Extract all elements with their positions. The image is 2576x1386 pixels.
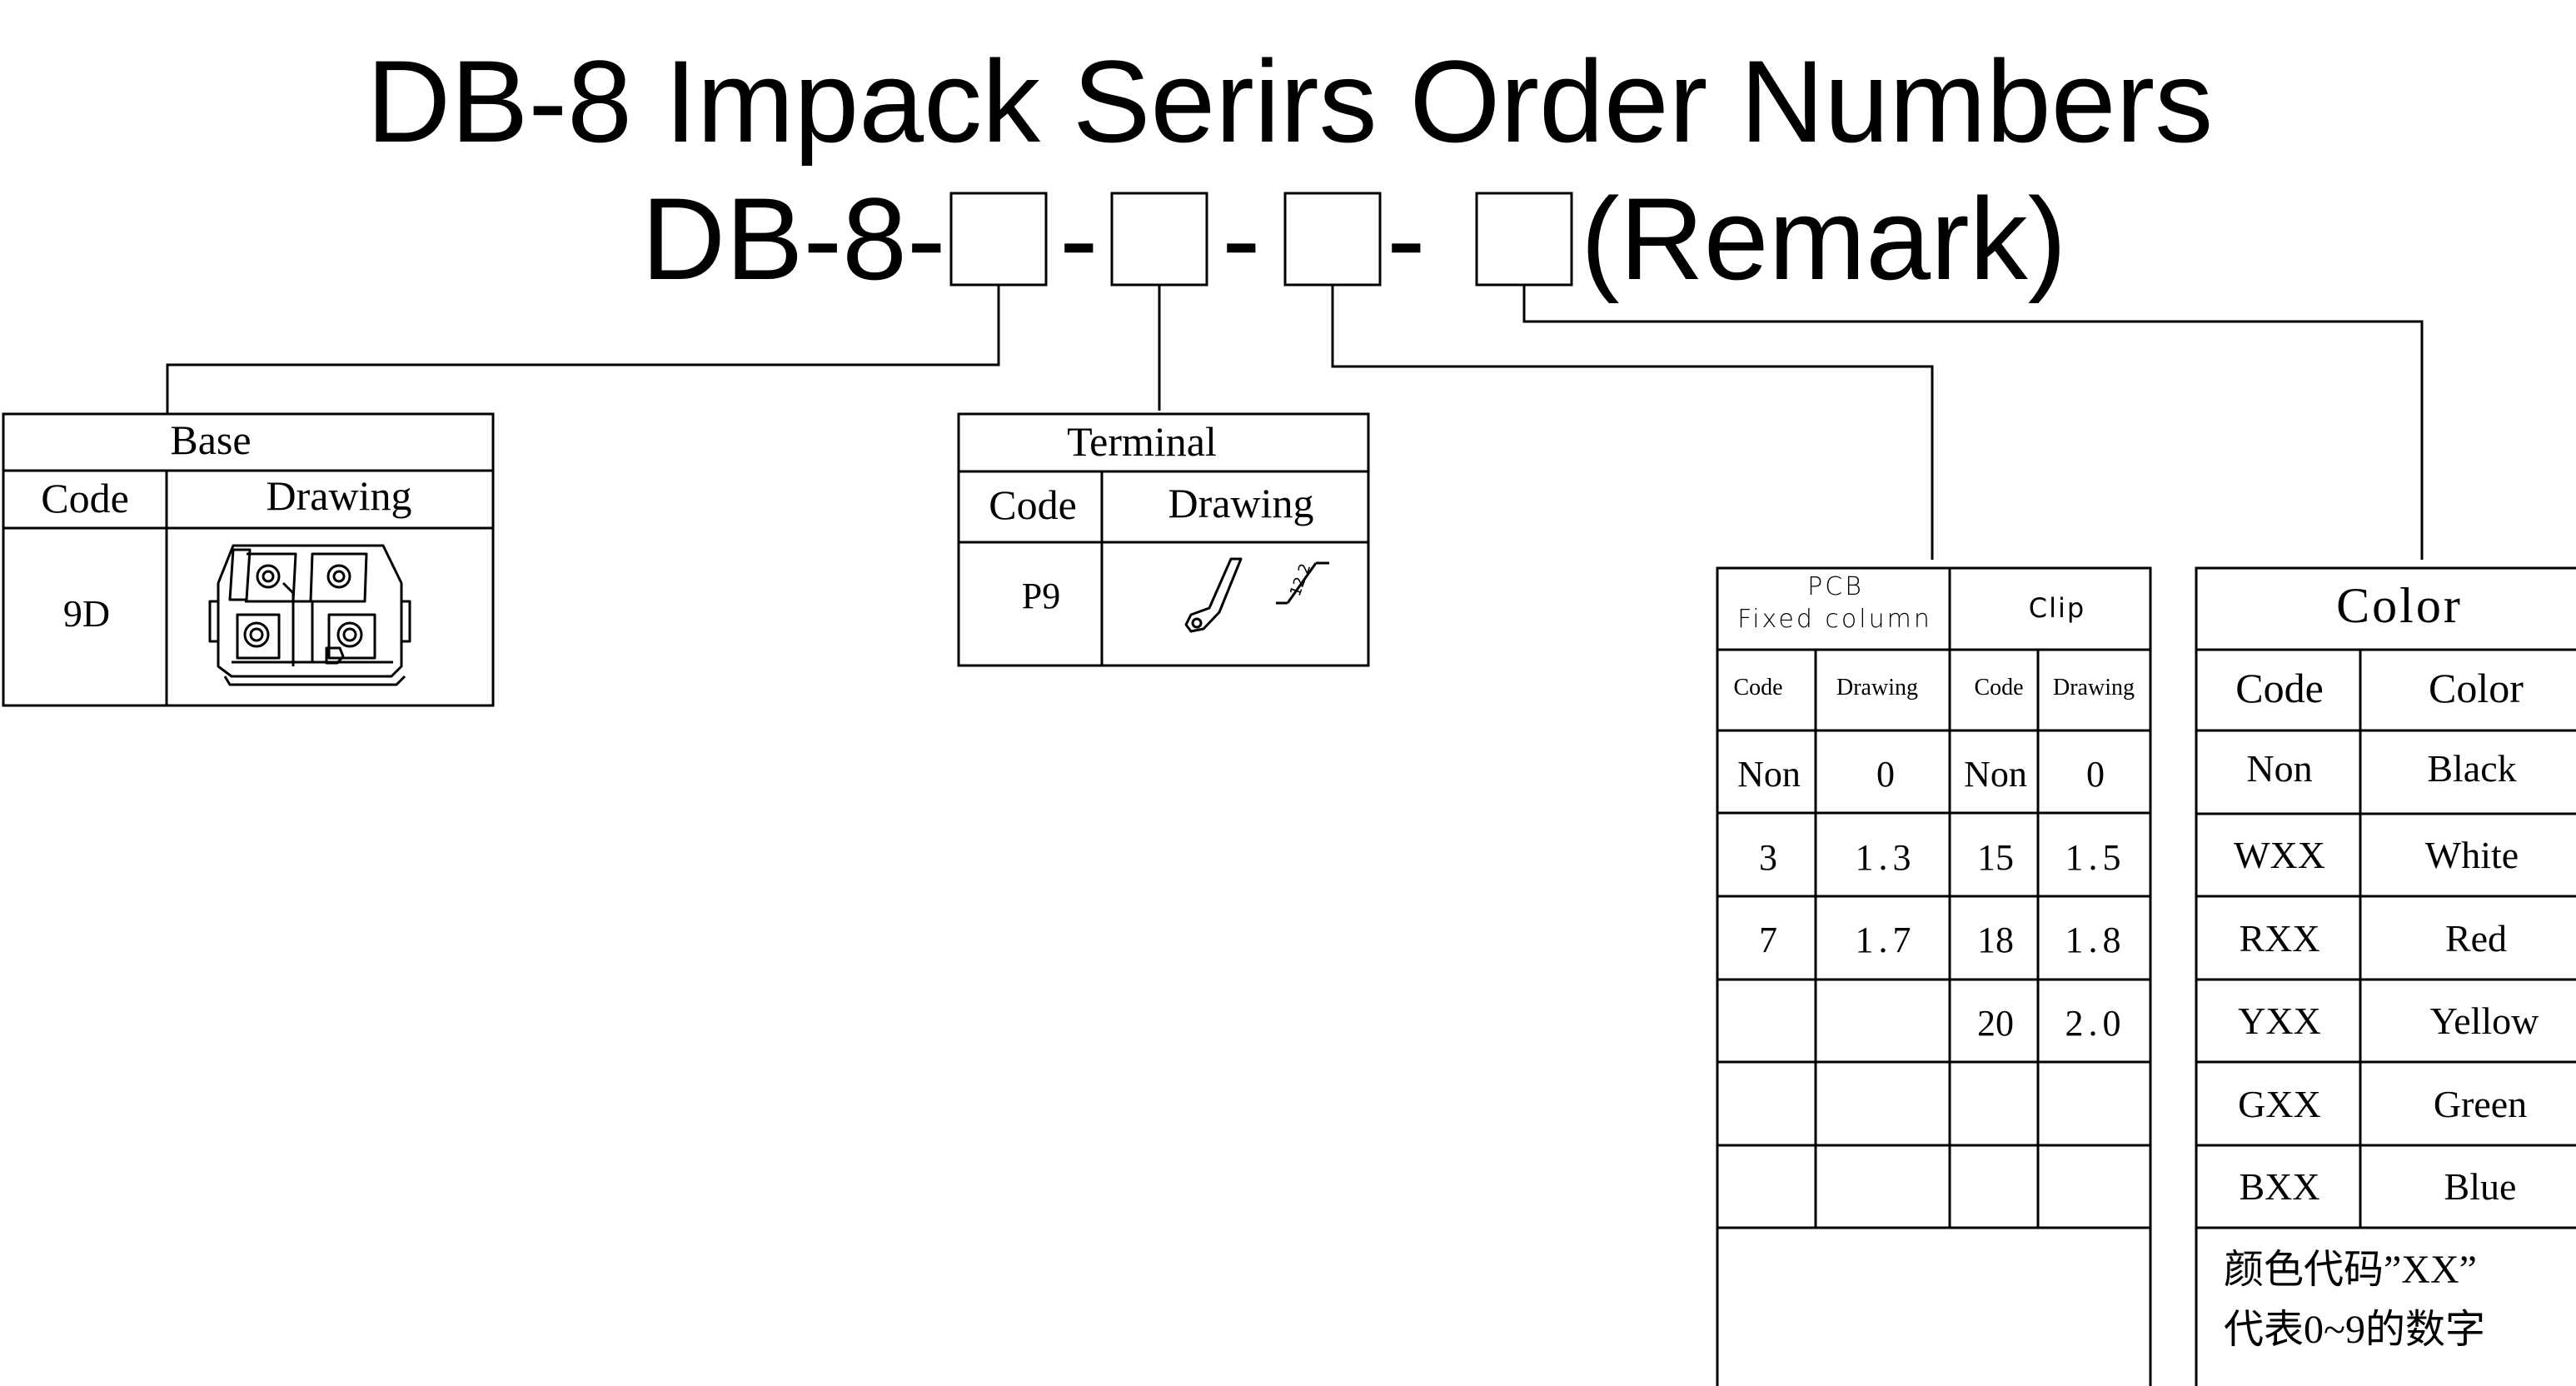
clip-row-value: 0 [2086, 754, 2105, 795]
order-code-pattern: DB-8- - - - (Remark) [641, 173, 2066, 304]
color-row-code: RXX [2239, 917, 2319, 960]
clip-row-code: 20 [1977, 1003, 2014, 1044]
color-row-code: Non [2246, 747, 2312, 790]
base-table: Base Code Drawing 9D [2, 412, 495, 707]
clip-row-code: 18 [1977, 920, 2014, 960]
color-row-code: GXX [2238, 1083, 2321, 1125]
color-row-name: Black [2427, 747, 2516, 790]
base-col-code: Code [41, 475, 129, 521]
color-col-code: Code [2235, 665, 2324, 711]
order-code-dash-3: - [1387, 173, 1426, 304]
clip-title: Clip [2029, 592, 2085, 624]
clip-row-value: 1.8 [2065, 920, 2126, 960]
color-row-name: White [2425, 834, 2519, 876]
order-code-dash-2: - [1222, 173, 1261, 304]
clip-col-drawing: Drawing [2053, 675, 2135, 700]
base-col-drawing: Drawing [267, 472, 412, 519]
terminal-col-drawing: Drawing [1168, 480, 1314, 526]
order-code-dash-1: - [1059, 173, 1099, 304]
pcb-col-code: Code [1733, 675, 1782, 700]
terminal-table-title: Terminal [1067, 418, 1217, 465]
color-note-line1: 颜色代码”XX” [2224, 1248, 2477, 1292]
pcb-clip-table: PCB Fixed column Clip Code Drawing Code … [1716, 566, 2152, 1386]
color-row-name: Red [2445, 917, 2507, 960]
leader-line-color [1522, 285, 2424, 560]
pcb-row-code: 7 [1759, 920, 1777, 960]
diagram-title: DB-8 Impack Serirs Order Numbers [366, 36, 2213, 167]
pcb-title-line1: PCB [1807, 572, 1864, 601]
color-row-code: BXX [2239, 1165, 2319, 1208]
color-row-code: YXX [2238, 1000, 2321, 1042]
color-table-title: Color [2336, 578, 2463, 633]
color-row-name: Blue [2444, 1165, 2517, 1208]
pcb-row-value: 0 [1876, 754, 1895, 795]
color-row-name: Green [2434, 1083, 2527, 1125]
placeholder-box-1 [949, 192, 1048, 287]
placeholder-box-2 [1110, 192, 1208, 287]
pcb-title-line2: Fixed column [1737, 605, 1932, 634]
terminal-col-code: Code [989, 481, 1077, 528]
placeholder-box-4 [1475, 192, 1573, 287]
placeholder-box-3 [1283, 192, 1382, 287]
order-code-prefix: DB-8- [641, 173, 946, 304]
pcb-row-value: 1.7 [1856, 920, 1916, 960]
terminal-dimension-label: 12.2 [1287, 561, 1314, 599]
leader-line-base [166, 285, 1000, 414]
order-code-remark: (Remark) [1581, 173, 2066, 304]
pcb-col-drawing: Drawing [1836, 675, 1918, 700]
leader-line-pcb [1331, 285, 1934, 560]
clip-row-code: Non [1964, 754, 2027, 795]
color-row-code: WXX [2234, 834, 2325, 876]
terminal-row-code: P9 [1022, 576, 1060, 616]
clip-row-value: 2.0 [2065, 1003, 2126, 1044]
terminal-table: Terminal Code Drawing P9 12.2 [957, 412, 1370, 667]
base-row-code: 9D [63, 592, 110, 635]
clip-row-value: 1.5 [2065, 837, 2126, 878]
pcb-row-code: 3 [1759, 837, 1777, 878]
color-col-color: Color [2429, 665, 2524, 711]
base-connector-drawing-icon [208, 544, 411, 686]
base-table-title: Base [170, 416, 251, 463]
clip-col-code: Code [1974, 675, 2023, 700]
pcb-row-code: Non [1737, 754, 1801, 795]
color-note-line2: 代表0~9的数字 [2224, 1308, 2485, 1352]
color-table: Color Code Color Non Black WXX White RXX… [2195, 566, 2576, 1386]
terminal-pin-drawing-icon: 12.2 [1184, 557, 1329, 633]
pcb-row-value: 1.3 [1856, 837, 1916, 878]
color-row-name: Yellow [2430, 1000, 2540, 1042]
clip-row-code: 15 [1977, 837, 2014, 878]
